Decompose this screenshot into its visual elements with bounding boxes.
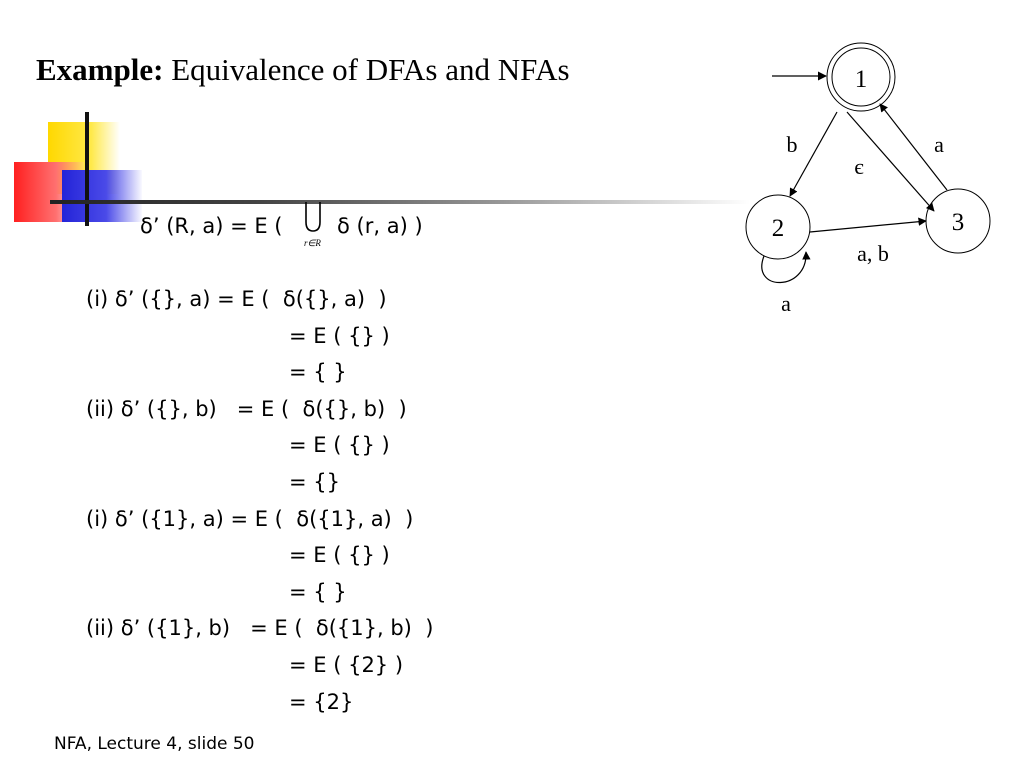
decor-blue-square — [62, 170, 142, 222]
state-1: 1 — [826, 42, 896, 112]
union-subscript: r∈R — [304, 238, 321, 248]
edge-3-to-1 — [879, 103, 948, 191]
step-continuation: = E ( {2} ) — [289, 653, 404, 677]
edge-1-to-3 — [846, 111, 935, 212]
step-line: (i) δ’ ({}, a) = E ( δ({}, a) ) — [86, 287, 387, 311]
slide-title: Example: Equivalence of DFAs and NFAs — [36, 52, 570, 88]
step-continuation: = { } — [289, 360, 347, 384]
edge-label-1-to-3: є — [854, 154, 864, 179]
edge-label-2-self: a — [781, 291, 791, 316]
step-continuation: = E ( {} ) — [289, 433, 390, 457]
title-bold: Example: — [36, 52, 164, 87]
decor-horizontal-rule — [50, 200, 750, 204]
step-continuation: = {} — [289, 470, 340, 494]
step-continuation: = {2} — [289, 690, 354, 714]
formula-tail: δ (r, a) ) — [337, 214, 423, 238]
edge-label-1-to-2: b — [787, 132, 798, 157]
slide-footer: NFA, Lecture 4, slide 50 — [54, 734, 255, 754]
step-continuation: = E ( {} ) — [289, 543, 390, 567]
formula-head: δ’ (R, a) = E ( — [140, 214, 283, 238]
title-text: Equivalence of DFAs and NFAs — [171, 52, 570, 87]
decor-vertical-line — [85, 112, 89, 226]
step-continuation: = { } — [289, 580, 347, 604]
step-continuation: = E ( {} ) — [289, 324, 390, 348]
step-line: (i) δ’ ({1}, a) = E ( δ({1}, a) ) — [86, 507, 414, 531]
edge-2-to-3 — [809, 217, 927, 233]
state-3-label: 3 — [952, 209, 965, 236]
state-1-label: 1 — [855, 66, 868, 93]
edge-2-self-loop — [761, 251, 811, 284]
state-2: 2 — [745, 194, 811, 260]
edge-1-to-2 — [789, 111, 838, 197]
step-line: (ii) δ’ ({}, b) = E ( δ({}, b) ) — [86, 397, 407, 421]
nfa-diagram: 1 2 3 b a є a, b a — [745, 42, 991, 316]
edge-label-3-to-1: a — [934, 132, 944, 157]
edge-label-2-to-3: a, b — [857, 241, 889, 266]
step-line: (ii) δ’ ({1}, b) = E ( δ({1}, b) ) — [86, 616, 434, 640]
state-2-label: 2 — [772, 215, 785, 242]
state-3: 3 — [925, 188, 991, 254]
union-symbol-icon — [305, 202, 321, 232]
